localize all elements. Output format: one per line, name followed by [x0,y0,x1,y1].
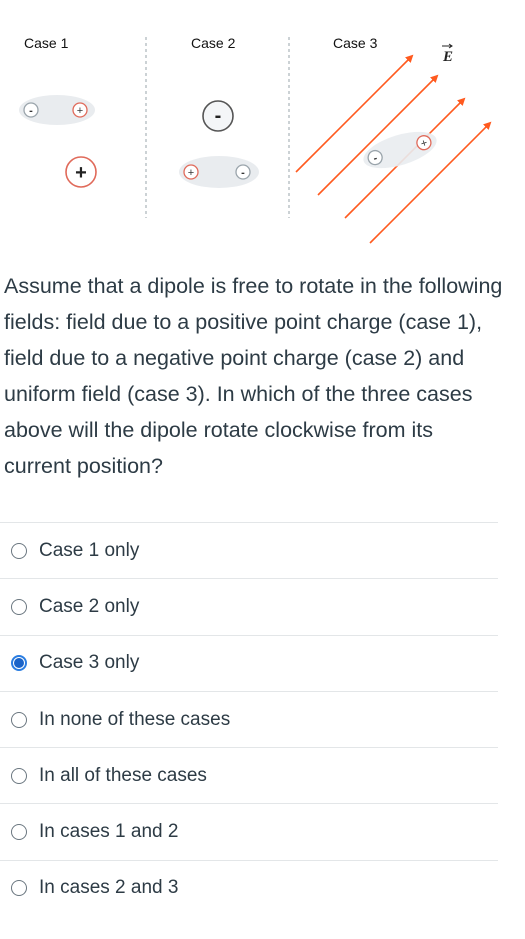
radio-button[interactable] [11,880,27,897]
option-all[interactable]: In all of these cases [0,747,498,803]
negative-point-charge: - [202,100,234,132]
option-case-2-only[interactable]: Case 2 only [0,578,498,634]
positive-sign: + [75,162,87,184]
uniform-field-lines [295,54,492,244]
option-case-1-only[interactable]: Case 1 only [0,522,498,578]
svg-text:E: E [442,49,453,65]
case-1-dipole: - + [19,95,95,125]
option-label: Case 3 only [39,652,140,674]
case-1-label: Case 1 [24,35,69,51]
case-3-dipole: - + [363,131,437,169]
option-label: In none of these cases [39,708,231,730]
option-case-3-only[interactable]: Case 3 only [0,634,498,691]
field-line [317,74,439,196]
dipole-positive-charge [416,135,432,151]
radio-button[interactable] [11,598,27,615]
radio-button[interactable] [11,711,27,728]
dipole-cases-figure: Case 1 Case 2 Case 3 - + + - + - E [19,35,492,244]
field-line [369,121,492,244]
option-label: In all of these cases [39,764,207,786]
option-label: Case 2 only [39,595,140,617]
positive-sign: + [419,137,429,150]
negative-sign: - [241,167,245,179]
case-2-dipole: + - [179,156,259,188]
option-cases-2-and-3[interactable]: In cases 2 and 3 [0,859,498,916]
option-label: In cases 1 and 2 [39,821,179,843]
negative-sign: - [372,152,379,165]
positive-sign: + [77,105,83,117]
case-3-label: Case 3 [333,35,378,51]
dipole-positive-charge [183,164,199,180]
option-none[interactable]: In none of these cases [0,690,498,747]
question-text: Assume that a dipole is free to rotate i… [4,274,503,478]
dipole-positive-charge [72,102,88,118]
dipole-negative-charge [235,164,251,180]
radio-button[interactable] [11,824,27,841]
option-label: In cases 2 and 3 [39,877,179,899]
case-2-label: Case 2 [191,35,236,51]
answer-options: Case 1 only Case 2 only Case 3 only In n… [0,522,498,916]
radio-button[interactable] [11,767,27,784]
field-line [295,54,414,173]
positive-point-charge: + [65,156,97,188]
positive-sign: + [188,167,194,179]
negative-sign: - [215,105,222,127]
dipole-negative-charge [23,102,39,118]
radio-button[interactable] [11,542,27,559]
radio-button[interactable] [11,655,27,672]
negative-sign: - [29,105,33,117]
field-symbol: E [442,43,453,65]
option-cases-1-and-2[interactable]: In cases 1 and 2 [0,803,498,859]
dipole-negative-charge [367,149,383,166]
option-label: Case 1 only [39,539,140,561]
